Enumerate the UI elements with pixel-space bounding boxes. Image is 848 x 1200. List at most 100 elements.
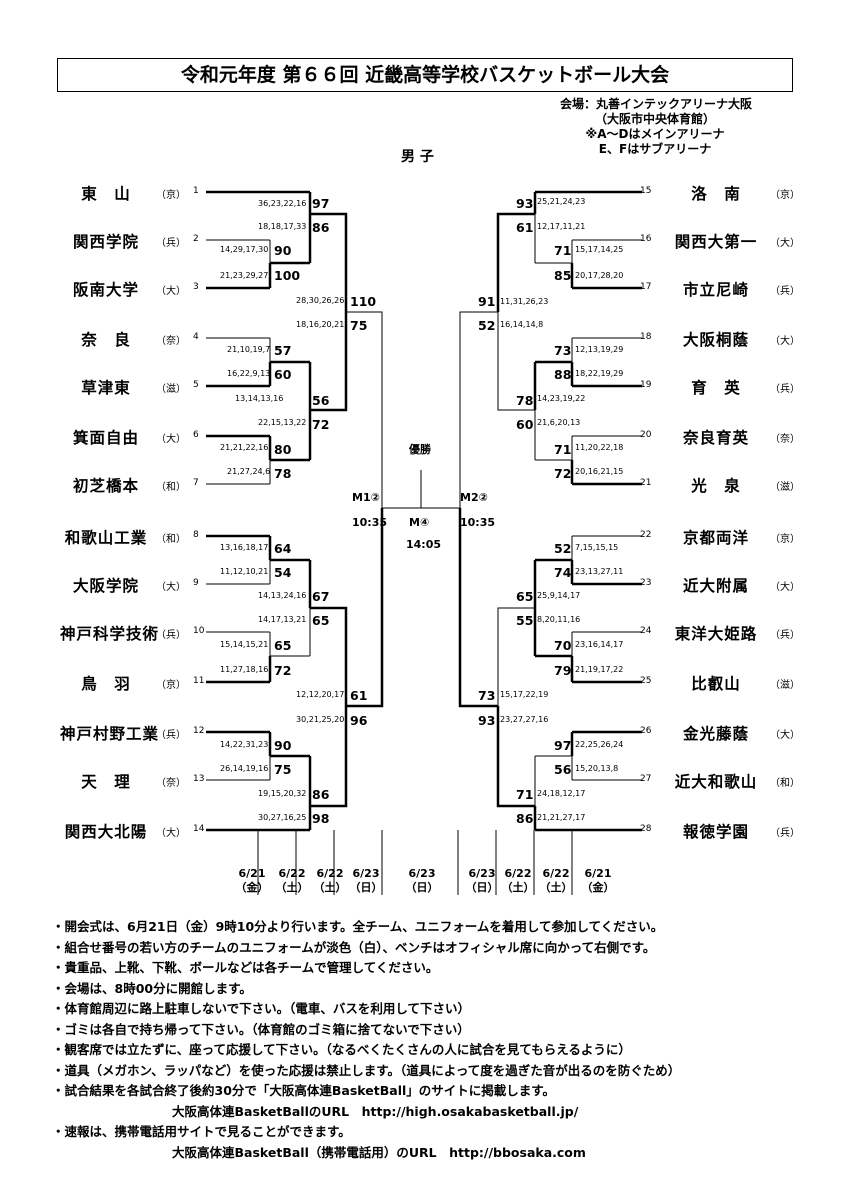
team-name: 神戸科学技術 [60,625,160,643]
quarter-scores: 21,21,22,16 [220,443,269,452]
note-line: ・体育館周辺に路上駐車しないで下さい。（電車、バスを利用して下さい） [52,1001,471,1016]
bracket-line [458,508,498,708]
match-weekday: （土） [313,881,347,894]
team-prefecture: （京） [156,190,186,201]
bracket-line [310,212,348,312]
seed-number: 24 [640,626,652,636]
team-prefecture: （兵） [156,238,186,249]
division-label: 男 子 [401,149,434,165]
quarter-scores: 16,22,9,13 [227,369,271,378]
team-name: 関西学院 [72,233,139,251]
game-score: 57 [274,343,292,358]
team-name: 東 山 [81,185,131,203]
seed-number: 28 [640,824,652,834]
team-name: 近大和歌山 [674,773,758,791]
team-name: 洛 南 [691,185,741,203]
quarter-scores: 21,6,20,13 [537,418,581,427]
seed-number: 23 [640,578,652,588]
team-prefecture: （兵） [770,828,800,839]
bracket-line [497,312,535,411]
game-score: 78 [516,393,534,408]
note-line: ・試合結果を各試合終了後約30分で「大阪高体連BasketBall」のサイトに掲… [52,1083,556,1098]
game-score: 98 [312,811,330,826]
game-score: 56 [554,762,572,777]
team-name: 関西大北陽 [64,823,148,841]
match-weekday: （土） [501,881,535,894]
seed-number: 15 [640,186,652,196]
seed-number: 7 [193,478,199,488]
team-name: 報徳学園 [682,823,749,841]
venue-subname: （大阪市中央体育館） [594,112,715,126]
seed-number: 11 [193,676,205,686]
note-line: 大阪高体連BasketBall（携帯電話用）のURL http://bbosak… [172,1144,586,1160]
bracket-line [459,311,498,508]
quarter-scores: 11,12,10,21 [220,567,269,576]
quarter-scores: 8,20,11,16 [537,615,581,624]
match-date: 6/22 [278,867,306,880]
game-score: 71 [516,787,534,802]
semifinal-right-label: M2② [460,491,488,504]
game-score: 73 [554,343,572,358]
quarter-scores: 30,27,16,25 [258,813,307,822]
quarter-scores: 11,31,26,23 [500,297,549,306]
team-prefecture: （京） [770,190,800,201]
bracket-line [310,606,348,706]
page-title: 令和元年度 第６６回 近畿高等学校バスケットボール大会 [57,58,793,92]
quarter-scores: 18,22,19,29 [575,369,624,378]
team-prefecture: （奈） [156,778,186,789]
game-score: 86 [312,787,330,802]
match-date: 6/22 [542,867,570,880]
game-score: 91 [478,294,496,309]
team-prefecture: （大） [156,286,186,297]
seed-number: 22 [640,530,652,540]
seed-number: 5 [193,380,199,390]
game-score: 64 [274,541,292,556]
match-date: 6/21 [238,867,266,880]
seed-number: 19 [640,380,652,390]
match-date: 6/22 [504,867,532,880]
game-score: 80 [274,442,292,457]
team-prefecture: （滋） [770,482,800,493]
team-name: 東洋大姫路 [674,625,758,643]
semifinal-left-label: M1② [352,491,380,504]
bracket-line [310,706,348,808]
bracket-line [346,311,383,508]
team-name: 和歌山工業 [64,529,148,547]
quarter-scores: 12,13,19,29 [575,345,624,354]
quarter-scores: 22,15,13,22 [258,418,307,427]
game-score: 52 [478,318,496,333]
quarter-scores: 19,15,20,32 [258,789,307,798]
game-score: 90 [274,243,292,258]
team-name: 関西大第一 [674,233,758,251]
game-score: 70 [554,638,572,653]
team-prefecture: （和） [156,482,186,493]
game-score: 86 [516,811,534,826]
team-prefecture: （兵） [156,730,186,741]
note-line: ・ゴミは各自で持ち帰って下さい。（体育館のゴミ箱に捨てないで下さい） [52,1021,470,1037]
quarter-scores: 25,9,14,17 [537,591,581,600]
match-weekday: （日） [405,881,439,894]
team-prefecture: （兵） [770,384,800,395]
team-prefecture: （大） [156,434,186,445]
game-score: 60 [274,367,292,382]
team-name: 天 理 [81,773,131,791]
note-line: ・開会式は、6月21日（金）9時10分より行います。全チーム、ユニフォームを着用… [52,919,664,934]
semifinal-left-time: 10:35 [352,516,388,529]
quarter-scores: 21,27,24,6 [227,467,271,476]
match-weekday: （金） [581,881,615,894]
team-name: 京都両洋 [682,529,749,547]
game-score: 79 [554,663,572,678]
quarter-scores: 14,23,19,22 [537,394,586,403]
quarter-scores: 30,21,25,20 [296,715,345,724]
match-date: 6/22 [316,867,344,880]
team-prefecture: （和） [156,534,186,545]
quarter-scores: 11,27,18,16 [220,665,269,674]
team-name: 育 英 [691,379,741,397]
quarter-scores: 16,14,14,8 [500,320,544,329]
game-score: 73 [478,688,496,703]
quarter-scores: 23,13,27,11 [575,567,624,576]
team-prefecture: （大） [156,582,186,593]
team-name: 比叡山 [691,675,741,693]
game-score: 55 [516,613,534,628]
final-label: M④ [409,516,430,529]
